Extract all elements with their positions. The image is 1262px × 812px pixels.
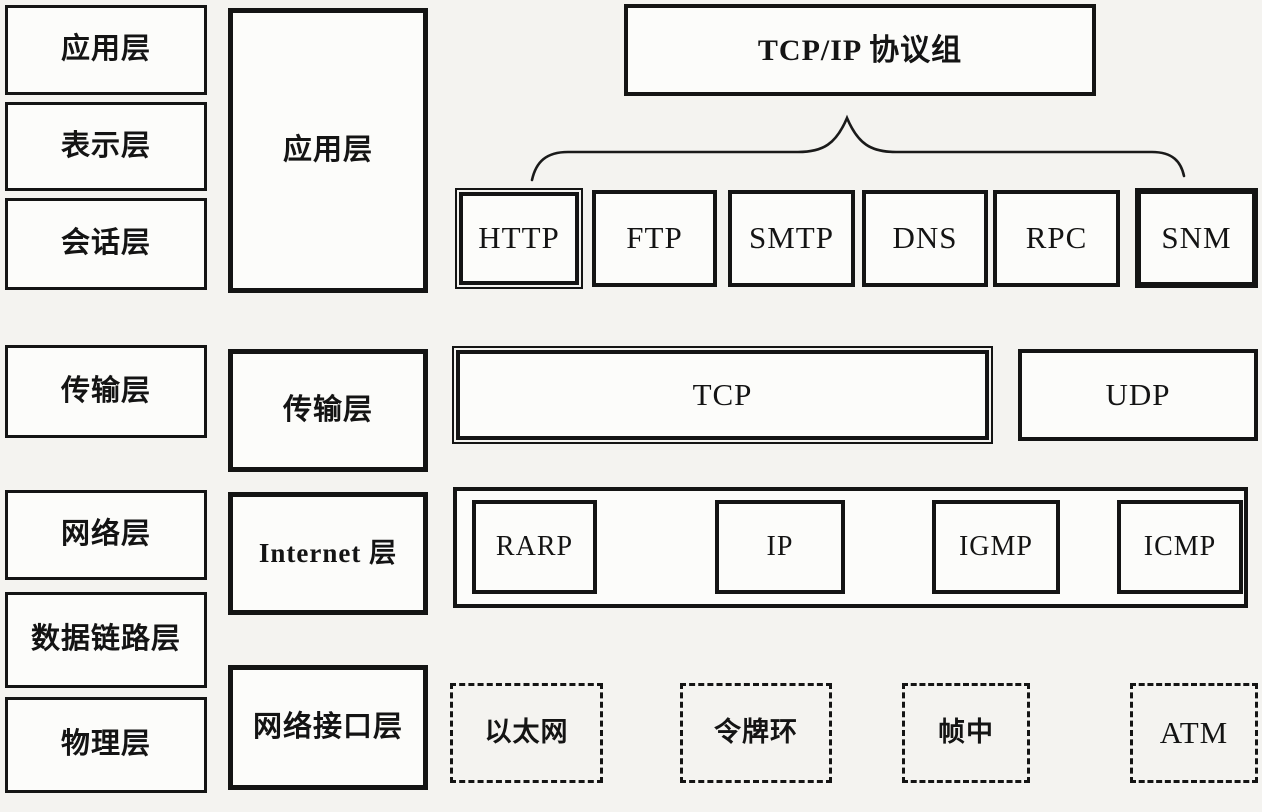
protocol-box-dns: DNS [862,190,988,287]
osi-layer-transport: 传输层 [5,345,207,438]
tcp-box: TCP [452,346,993,444]
protocol-box-ip: IP [715,500,845,594]
protocol-box-http: HTTP [455,188,583,289]
osi-layer-network: 网络层 [5,490,207,580]
link-box-frame-relay: 帧中 [902,683,1030,783]
protocol-box-smtp: SMTP [728,190,855,287]
osi-layer-presentation: 表示层 [5,102,207,191]
osi-layer-session: 会话层 [5,198,207,290]
protocol-box-rarp: RARP [472,500,597,594]
udp-box: UDP [1018,349,1258,441]
protocol-box-rpc: RPC [993,190,1120,287]
link-box-token-ring: 令牌环 [680,683,832,783]
protocol-box-icmp: ICMP [1117,500,1243,594]
protocol-box-ftp: FTP [592,190,717,287]
tcpip-layer-network-interface: 网络接口层 [228,665,428,790]
tcpip-layer-internet: Internet 层 [228,492,428,615]
brace-connector-icon [440,92,1262,190]
protocol-box-igmp: IGMP [932,500,1060,594]
link-box-atm: ATM [1130,683,1258,783]
osi-layer-datalink: 数据链路层 [5,592,207,688]
osi-layer-physical: 物理层 [5,697,207,793]
protocol-box-snm: SNM [1135,188,1258,288]
protocol-suite-title-box: TCP/IP 协议组 [624,4,1096,96]
osi-layer-application: 应用层 [5,5,207,95]
tcpip-layer-transport: 传输层 [228,349,428,472]
tcpip-layer-application: 应用层 [228,8,428,293]
link-box-ethernet: 以太网 [450,683,603,783]
